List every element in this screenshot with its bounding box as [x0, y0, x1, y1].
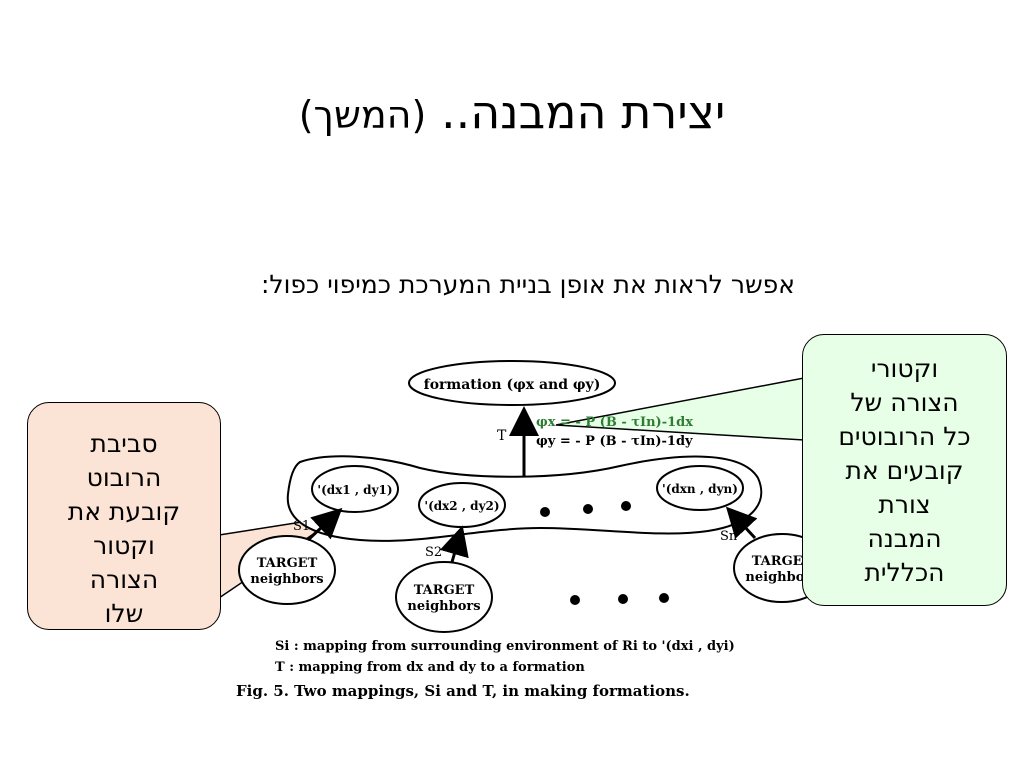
vector-node-2-label: '(dx2 , dy2) — [424, 499, 499, 513]
right-callout-box — [802, 334, 1007, 606]
ellipsis-dot — [583, 504, 593, 514]
s1-arrow — [306, 507, 343, 542]
left-callout-box — [27, 402, 221, 630]
vector-node-1 — [311, 465, 399, 513]
formation-label: formation (φx and φy) — [424, 377, 601, 393]
slide-title: יצירת המבנה.. (המשך) — [0, 82, 1024, 145]
legend-t: T : mapping from dx and dy to a formatio… — [275, 660, 585, 675]
target-n-neighbors: neighbors — [745, 570, 818, 585]
vector-node-n-label: '(dxn , dyn) — [662, 482, 738, 496]
equation-x: φx = - P (B - τIn)-1dx — [536, 415, 693, 430]
sn-arrow — [725, 506, 758, 540]
ellipsis-dot — [570, 595, 580, 605]
s1-label: S1 — [293, 519, 310, 534]
target-2-neighbors: neighbors — [407, 599, 480, 614]
title-sub: (המשך) — [298, 93, 427, 137]
intro-text: אפשר לראות את אופן בניית המערכת כמיפוי כ… — [260, 270, 795, 299]
vector-node-n — [656, 465, 744, 511]
formation-ellipse — [408, 360, 616, 406]
vector-node-1-label: '(dx1 , dy1) — [317, 483, 392, 497]
ellipsis-dot — [621, 501, 631, 511]
sn-label: Sn — [720, 529, 738, 544]
legend-si: Si : mapping from surrounding environmen… — [275, 639, 735, 654]
left-callout-text: סביבת הרובוט קובעת את וקטור הצורה שלו — [67, 429, 181, 628]
ellipsis-dot — [540, 507, 550, 517]
s2-arrow — [439, 525, 469, 563]
t-label: T — [497, 428, 507, 444]
target-neighbors-1 — [238, 535, 336, 605]
right-callout-text: וקטורי הצורה של כל הרובוטים קובעים את צו… — [838, 354, 971, 587]
target-1-word: TARGET — [257, 556, 318, 571]
title-main: יצירת המבנה.. — [440, 85, 726, 139]
figure-caption: Fig. 5. Two mappings, Si and T, in makin… — [236, 682, 690, 700]
equation-y: φy = - P (B - τIn)-1dy — [536, 434, 693, 449]
ellipsis-dot — [618, 594, 628, 604]
target-n-word: TARGET — [752, 554, 813, 569]
s2-label: S2 — [425, 545, 442, 560]
target-2-word: TARGET — [414, 583, 475, 598]
ellipsis-dot — [659, 593, 669, 603]
target-neighbors-2 — [395, 561, 493, 633]
target-1-neighbors: neighbors — [250, 572, 323, 587]
